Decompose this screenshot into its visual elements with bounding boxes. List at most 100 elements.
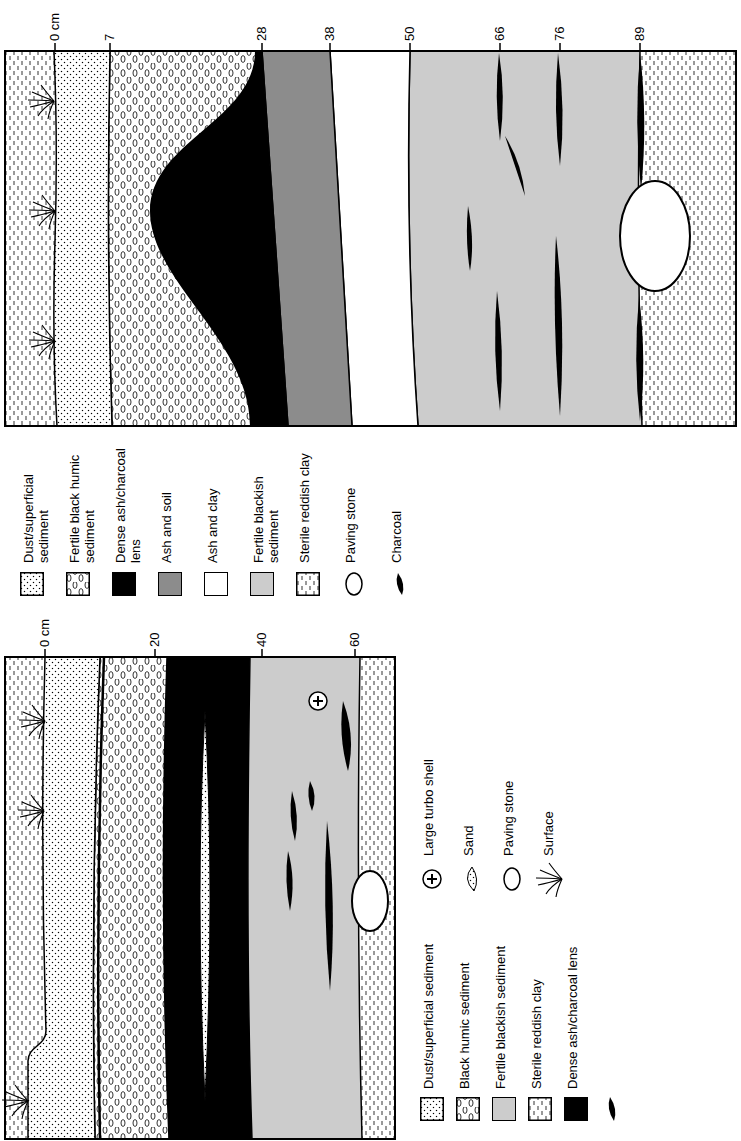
drawing-part [354,649,356,657]
legend-text: Charcoal [389,438,404,563]
legend-swatch [528,1097,552,1121]
legend-swatch [540,867,564,891]
drawing-part [308,781,314,811]
drawing-part [499,43,501,51]
legend-swatch [420,1097,444,1121]
drawing-part [555,236,563,416]
legend-swatch [500,867,524,891]
legend-swatch [342,572,366,596]
pattern-sample [421,1098,444,1121]
legend-swatch [66,572,90,596]
legend-text: Black humic sediment [457,909,472,1089]
drawing-part [637,53,644,191]
stone-sample [346,573,362,595]
ash-lens [150,51,288,426]
legend-text: Large turbo shell [421,676,436,856]
sterile-clay-layer [5,51,736,426]
drawing-part [636,296,643,421]
section-deep [5,43,736,426]
humic-layer [93,657,170,1139]
sand-sample [467,867,476,891]
fertile-layer [409,51,642,426]
legend-swatch [388,572,412,596]
legend-text: Ash and soil [159,438,174,563]
shell-ring [423,870,441,888]
legend-swatch [388,572,412,596]
drawing-part [325,821,333,991]
legend-text: Fertile blackish sediment [493,909,508,1089]
drawing-part [54,43,56,51]
humic-top-line [98,657,104,1139]
section-shallow [2,649,615,1139]
legend-swatch [296,572,320,596]
pattern-sample [67,573,90,596]
legend-swatch [564,1097,588,1121]
legend-text: Paving stone [501,676,516,856]
legend-swatch [420,867,444,891]
depth-label: 66 [492,27,507,41]
stone-sample [504,868,520,890]
legend-swatch [342,572,366,596]
drawing-part [291,791,297,841]
charcoal-sample [397,573,404,595]
drawing-part [313,700,323,702]
drawing-part [409,43,411,51]
legend-swatch [112,572,136,596]
paving-stone [352,871,388,931]
depth-label: 60 [347,633,362,647]
drawing-part [497,53,503,141]
legend-text: Dense ash/charcoal lens [113,438,143,563]
shell-cross [427,878,437,880]
drawing-part [341,701,351,771]
drawing-part [639,43,641,51]
legend-swatch [456,1097,480,1121]
legend-text: Sand [461,676,476,856]
drawing-part [467,206,472,271]
humic-layer [108,51,288,426]
legend-swatch [492,1097,516,1121]
legend-text: Sterile reddish clay [297,438,312,563]
legend-swatch [20,572,44,596]
legend-text: Ash and clay [205,438,220,563]
legend-text: Sterile reddish clay [529,909,544,1089]
surface-tuft [19,705,45,739]
drawing-part [495,291,502,411]
drawing-part [154,649,156,657]
depth-ticks [55,43,640,51]
charcoal-lenses [467,53,644,421]
legend-text: Surface [541,676,556,856]
surface-tuft [29,325,55,359]
drawing-part [286,851,292,911]
legend-text: Fertile black humic sediment [67,438,97,563]
sterile-clay-layer [5,657,395,1139]
surface-tuft [18,795,44,829]
legend-swatch [540,867,564,891]
drawing-part [505,136,525,196]
legend-swatch [204,572,228,596]
drawing-part [109,43,111,51]
dust-layer [28,657,100,1139]
depth-label: 38 [322,27,337,41]
pattern-sample [21,573,44,596]
tuft-sample [536,863,562,897]
legend-text: Dust/superficial sediment [21,438,51,563]
depth-label: 50 [402,27,417,41]
legend-swatch [420,1097,444,1121]
fertile-layer [248,657,362,1139]
depth-label: 0 cm [37,619,52,647]
charcoal-swatch [609,1097,616,1121]
legend-text: Fertile blackish sediment [251,438,281,563]
legend-text: Dense ash/charcoal lens [565,909,580,1089]
drawing-part [44,649,46,657]
legend-swatch [460,867,484,891]
legend-swatch [420,867,444,891]
legend-swatch [460,867,484,891]
drawing-part [329,43,331,51]
depth-ticks [45,649,355,657]
legend-swatch [250,572,274,596]
depth-label: 40 [254,633,269,647]
depth-label: 89 [632,27,647,41]
legend-swatch [158,572,182,596]
